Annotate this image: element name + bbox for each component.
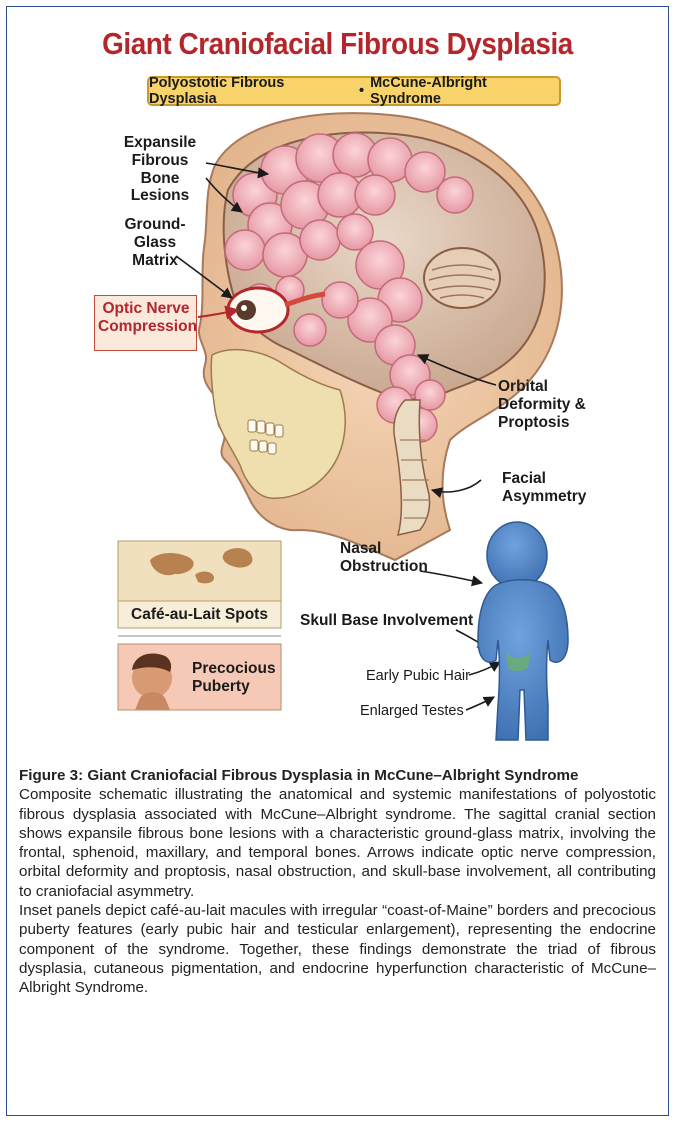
label-orbital-line2: Deformity & xyxy=(498,396,586,414)
arrow-pubic xyxy=(469,662,500,675)
caption-heading: Figure 3: Giant Craniofacial Fibrous Dys… xyxy=(19,766,656,785)
subtitle-separator: • xyxy=(359,83,364,99)
anatomy-illustration xyxy=(0,0,675,750)
subtitle-banner: Polyostotic Fibrous Dysplasia • McCune-A… xyxy=(147,76,561,106)
label-expansile-line2: Bone Lesions xyxy=(110,170,210,206)
subtitle-left: Polyostotic Fibrous Dysplasia xyxy=(149,75,353,107)
label-facial-line2: Asymmetry xyxy=(502,488,586,506)
arrow-testes xyxy=(466,697,494,710)
label-cafe-au-lait: Café-au-Lait Spots xyxy=(118,606,281,624)
caption-paragraph-1: Composite schematic illustrating the ana… xyxy=(19,785,656,901)
label-orbital-line1: Orbital xyxy=(498,378,586,396)
label-precocious: Precocious Puberty xyxy=(192,660,276,696)
label-pubic-hair: Early Pubic Hair xyxy=(366,668,470,685)
child-figure xyxy=(478,522,568,740)
label-expansile-line1: Expansile Fibrous xyxy=(110,134,210,170)
label-ground-line2: Glass Matrix xyxy=(110,234,200,270)
label-expansile: Expansile Fibrous Bone Lesions xyxy=(110,134,210,205)
label-precocious-line2: Puberty xyxy=(192,678,276,696)
figure-title: Giant Craniofacial Fibrous Dysplasia xyxy=(34,26,642,62)
label-ground-line1: Ground- xyxy=(110,216,200,234)
label-testes: Enlarged Testes xyxy=(360,703,464,720)
figure-caption: Figure 3: Giant Craniofacial Fibrous Dys… xyxy=(19,766,656,998)
cerebellum xyxy=(424,248,500,308)
label-optic-line2: Compression xyxy=(98,318,194,336)
label-orbital-line3: Proptosis xyxy=(498,414,586,432)
label-nasal-line2: Obstruction xyxy=(340,558,428,576)
label-precocious-line1: Precocious xyxy=(192,660,276,678)
label-skull-base: Skull Base Involvement xyxy=(300,612,473,630)
label-facial-line1: Facial xyxy=(502,470,586,488)
label-nasal-line1: Nasal xyxy=(340,540,428,558)
caption-paragraph-2: Inset panels depict café-au-lait macules… xyxy=(19,901,656,997)
label-orbital: Orbital Deformity & Proptosis xyxy=(498,378,586,431)
arrow-nasal xyxy=(420,571,482,583)
label-ground-glass: Ground- Glass Matrix xyxy=(110,216,200,269)
subtitle-right: McCune-Albright Syndrome xyxy=(370,75,559,107)
label-nasal: Nasal Obstruction xyxy=(340,540,428,576)
label-optic-line1: Optic Nerve xyxy=(98,300,194,318)
label-optic: Optic Nerve Compression xyxy=(98,300,194,336)
label-facial: Facial Asymmetry xyxy=(502,470,586,506)
